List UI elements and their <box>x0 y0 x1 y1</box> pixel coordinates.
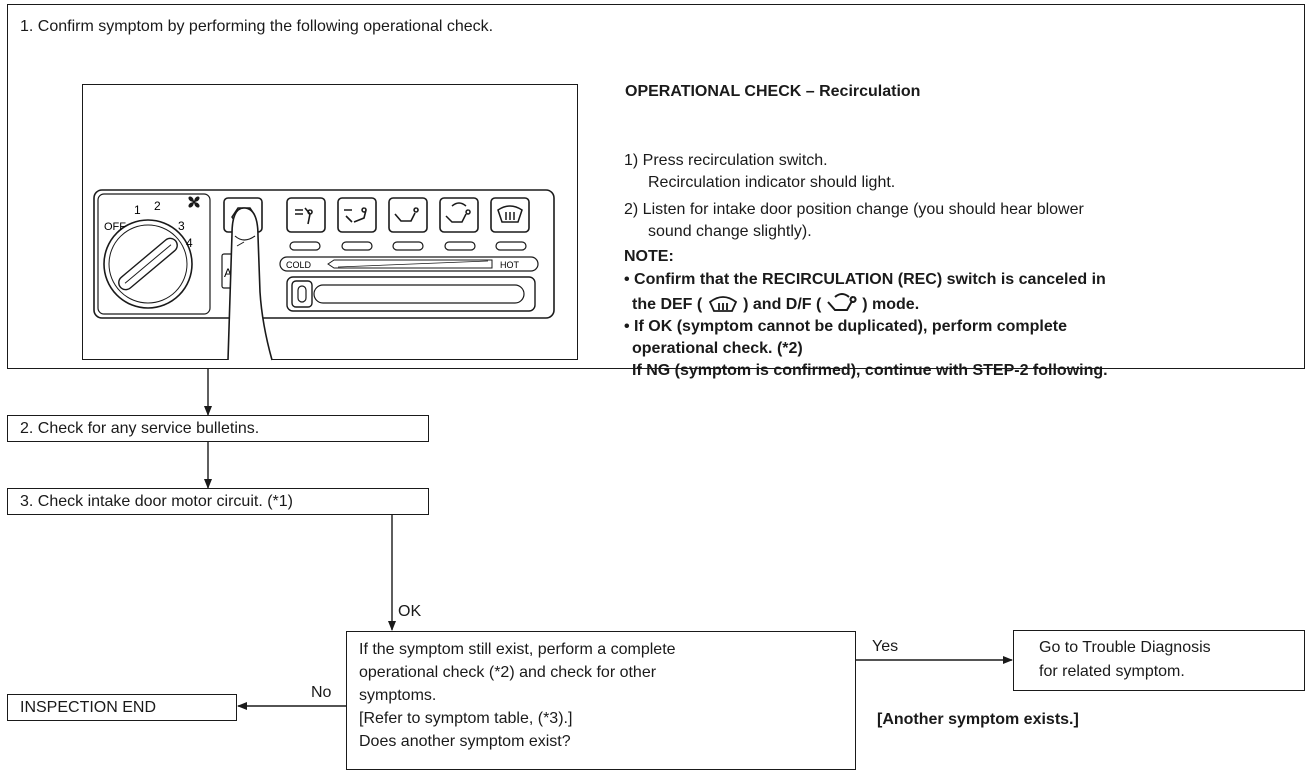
def-foot-mode-icon <box>827 293 857 311</box>
yes-label: Yes <box>872 638 899 655</box>
cold-label: COLD <box>286 260 312 270</box>
svg-text:A: A <box>224 266 232 280</box>
decision-line5: Does another symptom exist? <box>359 733 571 750</box>
fan-icon <box>188 196 200 208</box>
no-label: No <box>311 684 332 701</box>
note2-line3: If NG (symptom is confirmed), continue w… <box>632 362 1108 379</box>
hot-label: HOT <box>500 260 520 270</box>
decision-line2: operational check (*2) and check for oth… <box>359 664 657 681</box>
step1-text: 1. Confirm symptom by performing the fol… <box>20 18 494 35</box>
check-title: OPERATIONAL CHECK – Recirculation <box>625 83 921 100</box>
check-item2-line1: 2) Listen for intake door position chang… <box>624 201 1084 218</box>
control-panel-illustration: OFF 1 2 3 4 A COLD HOT <box>93 189 555 361</box>
fan-speed-2: 2 <box>154 199 161 213</box>
check-item2-line2: sound change slightly). <box>648 223 812 240</box>
note1-line1: • Confirm that the RECIRCULATION (REC) s… <box>624 271 1106 288</box>
note-label: NOTE: <box>624 248 674 265</box>
fan-speed-knob <box>103 219 193 309</box>
knob-off-label: OFF <box>104 221 126 233</box>
fan-speed-4: 4 <box>186 236 193 250</box>
decision-line1: If the symptom still exist, perform a co… <box>359 641 676 658</box>
note1-line2: the DEF ( ) and D/F ( ) mode. <box>632 292 919 316</box>
step3-box <box>7 488 429 515</box>
check-item1-line2: Recirculation indicator should light. <box>648 174 896 191</box>
goto-box <box>1013 630 1305 691</box>
bilevel-mode-icon <box>344 207 367 223</box>
step3-text: 3. Check intake door motor circuit. (*1) <box>20 493 293 510</box>
fan-speed-3: 3 <box>178 219 185 233</box>
ok-label: OK <box>398 603 422 620</box>
mode-foot-button <box>388 197 428 233</box>
another-symptom-note: [Another symptom exists.] <box>877 711 1079 728</box>
pressing-finger <box>227 207 273 361</box>
decision-box <box>346 631 856 770</box>
vent-mode-icon <box>295 207 313 225</box>
note2-line1: • If OK (symptom cannot be duplicated), … <box>624 318 1067 335</box>
step2-text: 2. Check for any service bulletins. <box>20 420 260 437</box>
goto-line1: Go to Trouble Diagnosis <box>1039 639 1211 656</box>
def-foot-mode-icon <box>445 202 471 223</box>
mode-vent-button <box>286 197 326 233</box>
fan-speed-1: 1 <box>134 203 141 217</box>
decision-line4: [Refer to symptom table, (*3).] <box>359 710 573 727</box>
check-item1-line1: 1) Press recirculation switch. <box>624 152 828 169</box>
step2-box <box>7 415 429 442</box>
goto-line2: for related symptom. <box>1039 663 1185 680</box>
note2-line2: operational check. (*2) <box>632 340 803 357</box>
inspection-end-box <box>7 694 237 721</box>
decision-line3: symptoms. <box>359 687 437 704</box>
defrost-icon <box>708 296 737 312</box>
foot-mode-icon <box>394 207 419 222</box>
inspection-end-text: INSPECTION END <box>20 699 157 716</box>
defrost-icon <box>497 205 523 223</box>
mode-def-foot-button <box>439 197 479 233</box>
mode-bilevel-button <box>337 197 377 233</box>
